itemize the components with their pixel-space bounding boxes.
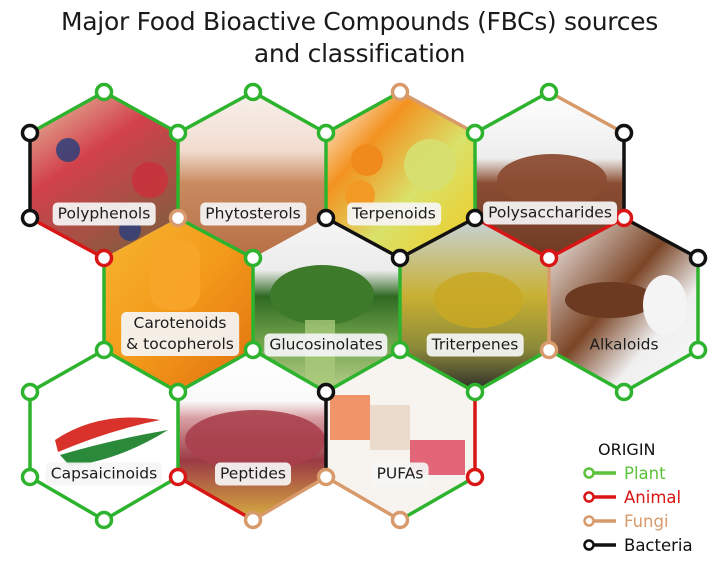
label-carotenoids-line2: & tocopherols — [126, 335, 234, 353]
legend-label-plant: Plant — [624, 463, 666, 483]
diagram-title: Major Food Bioactive Compounds (FBCs) so… — [0, 6, 719, 70]
legend-item-bacteria: Bacteria — [582, 533, 719, 557]
label-terpenoids: Terpenoids — [347, 202, 441, 226]
label-alkaloids: Alkaloids — [589, 335, 659, 354]
bacteria-line-icon — [583, 539, 616, 551]
label-carotenoids-line1: Carotenoids — [133, 314, 227, 332]
label-pufas: PUFAs — [371, 462, 429, 486]
label-polyphenols: Polyphenols — [52, 202, 156, 226]
label-carotenoids: Carotenoids & tocopherols — [121, 312, 239, 356]
hexagon-alkaloids — [549, 218, 698, 392]
title-line-2: and classification — [253, 39, 466, 68]
label-peptides: Peptides — [214, 462, 292, 486]
hexagon-pufas — [326, 350, 475, 520]
legend-item-animal: Animal — [582, 485, 719, 509]
legend-label-bacteria: Bacteria — [624, 535, 693, 555]
label-triterpenes: Triterpenes — [426, 333, 524, 357]
title-line-1: Major Food Bioactive Compounds (FBCs) so… — [61, 7, 658, 36]
label-glucosinolates: Glucosinolates — [264, 333, 388, 357]
legend-title: ORIGIN — [598, 440, 656, 459]
hexagon-edges — [28, 90, 700, 522]
legend-item-fungi: Fungi — [582, 509, 719, 533]
plant-line-icon — [583, 467, 616, 479]
label-polysaccharides: Polysaccharides — [483, 201, 617, 225]
origin-legend: ORIGIN Plant Animal Fungi Bacteria — [582, 440, 719, 557]
legend-item-plant: Plant — [582, 461, 719, 485]
animal-line-icon — [583, 491, 616, 503]
hexagon-nodes — [20, 82, 708, 530]
legend-label-animal: Animal — [624, 487, 682, 507]
label-phytosterols: Phytosterols — [200, 202, 306, 226]
label-capsaicinoids: Capsaicinoids — [45, 462, 163, 486]
legend-label-fungi: Fungi — [624, 511, 669, 531]
fungi-line-icon — [583, 515, 616, 527]
